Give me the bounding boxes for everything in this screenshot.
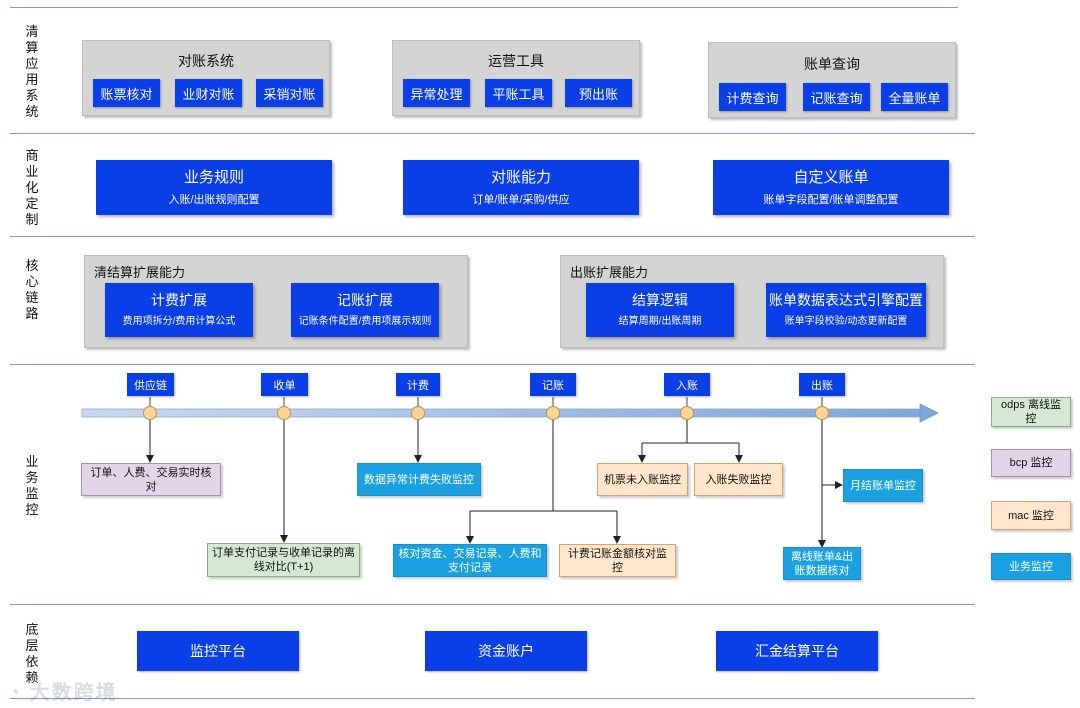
legend-bcp: bcp 监控 (991, 449, 1071, 477)
legend-business: 业务监控 (991, 553, 1071, 580)
stage-acquiring[interactable]: 收单 (261, 373, 308, 396)
custom-subtitle: 订单/账单/采购/供应 (472, 193, 570, 206)
core-group-title: 出账扩展能力 (570, 265, 649, 280)
row-label-monitor: 业务监控 (25, 454, 39, 517)
legend-mac: mac 监控 (991, 501, 1071, 530)
core-bill-expression-engine[interactable]: 账单数据表达式引擎配置 账单字段校验/动态更新配置 (766, 283, 926, 337)
row-divider (10, 604, 975, 605)
core-item-title: 账单数据表达式引擎配置 (769, 292, 923, 308)
monitor-ticket-unposted[interactable]: 机票未入账监控 (597, 463, 688, 496)
core-item-title: 结算逻辑 (632, 292, 688, 308)
base-fund-account[interactable]: 资金账户 (425, 631, 587, 671)
core-fee-extension[interactable]: 计费扩展 费用项拆分/费用计算公式 (105, 283, 253, 337)
core-item-subtitle: 记账条件配置/费用项展示规则 (298, 316, 432, 327)
stage-billing[interactable]: 出账 (799, 373, 845, 396)
monitor-order-offline[interactable]: 订单支付记录与收单记录的离线对比(T+1) (207, 543, 360, 577)
row-divider (10, 133, 975, 134)
row-divider (10, 236, 975, 237)
monitor-fee-amount[interactable]: 计费记账金额核对监控 (559, 544, 676, 577)
app-group-title: 对账系统 (178, 53, 234, 69)
core-group-title: 清结算扩展能力 (94, 265, 186, 280)
custom-title: 业务规则 (183, 168, 244, 186)
core-item-title: 计费扩展 (151, 292, 207, 308)
stage-posting[interactable]: 记账 (530, 373, 576, 396)
stage-supply-chain[interactable]: 供应链 (127, 373, 174, 396)
base-settlement-platform[interactable]: 汇金结算平台 (716, 631, 878, 671)
row-divider (10, 698, 975, 699)
timeline-nodes (143, 406, 829, 420)
app-item-button[interactable]: 记账查询 (803, 83, 870, 111)
app-group-title: 运营工具 (488, 53, 544, 69)
watermark: ◔ 大数跨境 (8, 676, 118, 705)
row-divider (10, 7, 958, 8)
app-group-title: 账单查询 (804, 56, 860, 72)
core-item-subtitle: 结算周期/出账周期 (618, 316, 702, 327)
app-item-button[interactable]: 账票核对 (93, 79, 160, 107)
core-group-billing-ext: 出账扩展能力 结算逻辑 结算周期/出账周期 账单数据表达式引擎配置 账单字段校验… (560, 255, 944, 348)
app-item-button[interactable]: 采销对账 (256, 79, 323, 107)
monitor-supply-realtime[interactable]: 订单、人费、交易实时核对 (81, 463, 221, 496)
app-item-button[interactable]: 异常处理 (403, 79, 470, 107)
timeline-arrow (81, 403, 939, 423)
legend-odps: odps 离线监控 (991, 397, 1071, 427)
app-item-button[interactable]: 预出账 (565, 79, 632, 107)
row-label-core: 核心链路 (25, 258, 39, 321)
app-item-button[interactable]: 业财对账 (175, 79, 242, 107)
custom-title: 自定义账单 (793, 168, 869, 186)
watermark-text: 大数跨境 (29, 682, 118, 704)
core-group-settlement-ext: 清结算扩展能力 计费扩展 费用项拆分/费用计算公式 记账扩展 记账条件配置/费用… (84, 255, 468, 348)
monitor-fee-fail[interactable]: 数据异常计费失败监控 (357, 463, 481, 496)
core-settlement-logic[interactable]: 结算逻辑 结算周期/出账周期 (586, 283, 734, 337)
stage-fee[interactable]: 计费 (396, 373, 440, 396)
monitor-post-fail[interactable]: 入账失败监控 (694, 463, 783, 496)
monitor-offline-bill[interactable]: 离线账单&出账数据核对 (783, 547, 861, 580)
core-item-subtitle: 费用项拆分/费用计算公式 (122, 316, 236, 327)
stage-credit[interactable]: 入账 (664, 373, 710, 396)
custom-bill[interactable]: 自定义账单 账单字段配置/账单调整配置 (713, 160, 949, 215)
row-divider (10, 364, 975, 365)
watermark-logo-icon: ◔ (8, 682, 30, 704)
app-group-bill-query: 账单查询 计费查询 记账查询 全量账单 (708, 42, 956, 118)
app-group-ops-tools: 运营工具 异常处理 平账工具 预出账 (392, 40, 640, 116)
custom-title: 对账能力 (490, 168, 551, 186)
custom-subtitle: 入账/出账规则配置 (168, 193, 260, 206)
custom-reconciliation-capability[interactable]: 对账能力 订单/账单/采购/供应 (403, 160, 639, 215)
app-item-button[interactable]: 计费查询 (719, 83, 786, 111)
base-monitor-platform[interactable]: 监控平台 (137, 631, 299, 671)
custom-subtitle: 账单字段配置/账单调整配置 (763, 193, 899, 206)
monitor-monthly-bill[interactable]: 月结账单监控 (843, 469, 923, 502)
core-item-title: 记账扩展 (337, 292, 393, 308)
app-item-button[interactable]: 平账工具 (485, 79, 552, 107)
app-group-reconciliation: 对账系统 账票核对 业财对账 采销对账 (82, 40, 330, 116)
core-posting-extension[interactable]: 记账扩展 记账条件配置/费用项展示规则 (291, 283, 439, 337)
monitor-fund-check[interactable]: 核对资金、交易记录、人费和支付记录 (393, 544, 547, 577)
row-label-custom: 商业化定制 (25, 148, 39, 227)
custom-business-rules[interactable]: 业务规则 入账/出账规则配置 (96, 160, 332, 215)
core-item-subtitle: 账单字段校验/动态更新配置 (784, 316, 908, 327)
row-label-base: 底层依赖 (25, 622, 39, 685)
app-item-button[interactable]: 全量账单 (881, 83, 948, 111)
row-label-apps: 清算应用系统 (25, 24, 39, 119)
